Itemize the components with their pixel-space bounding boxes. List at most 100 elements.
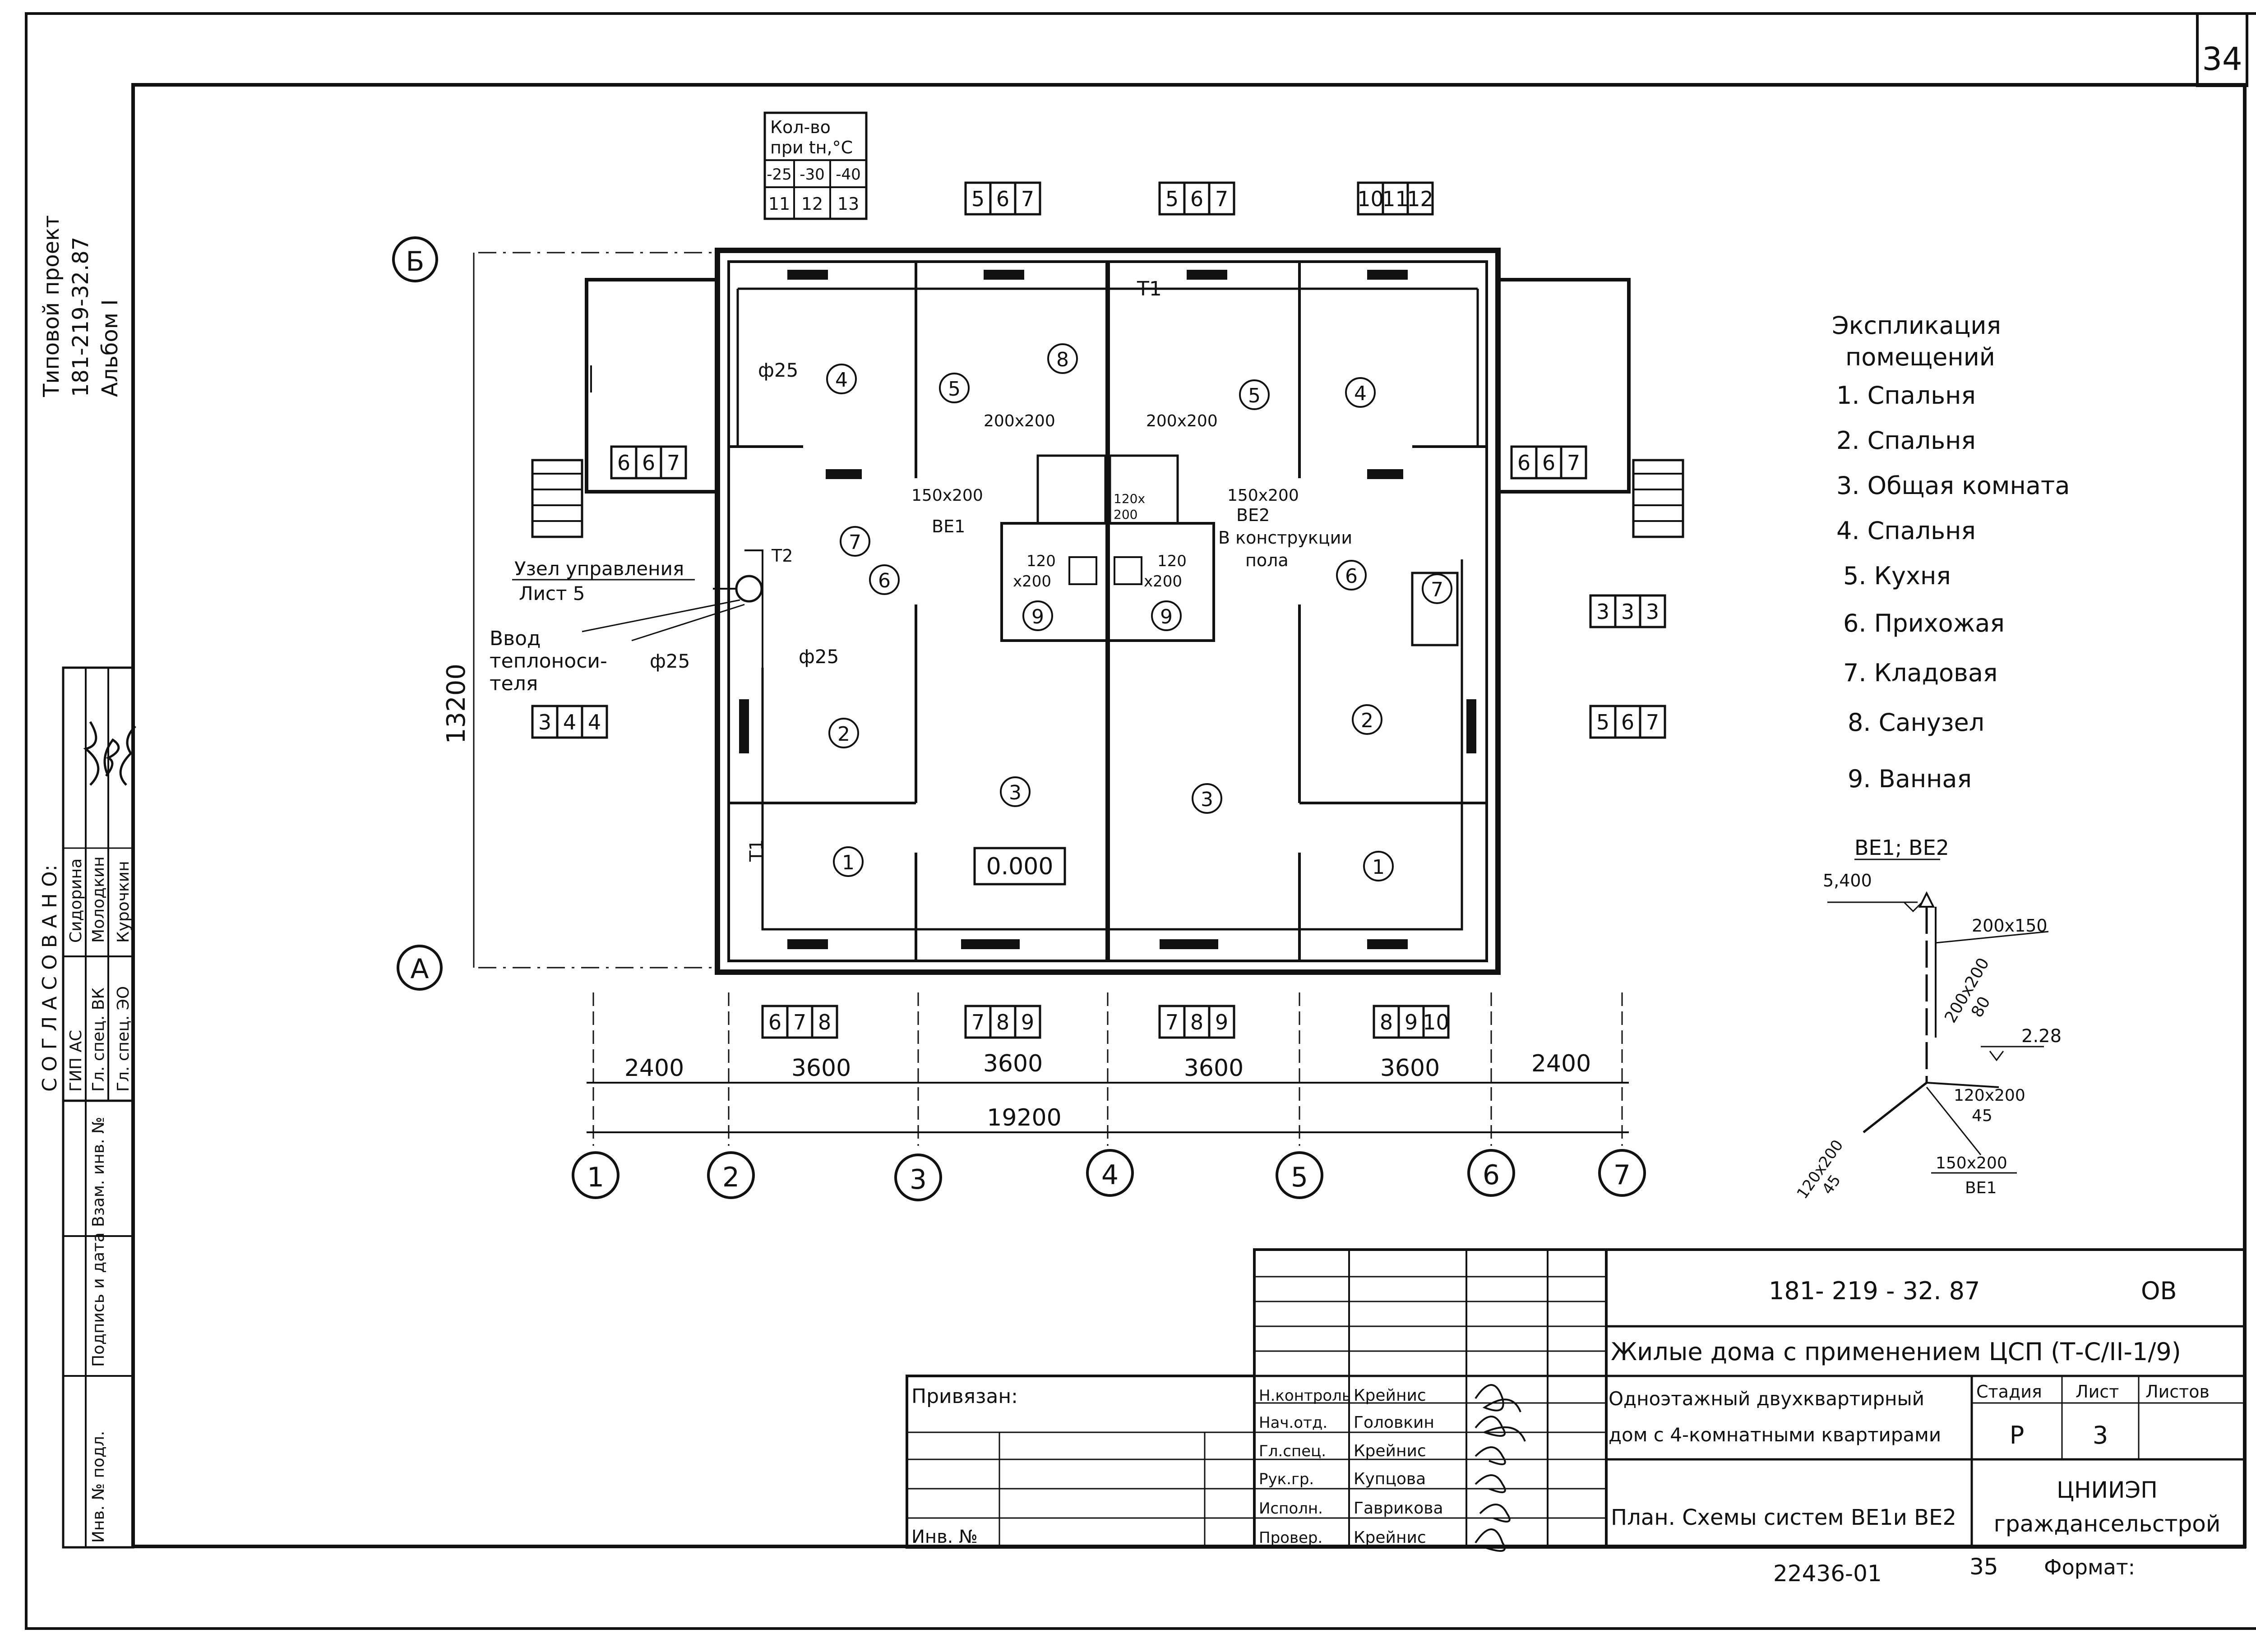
svg-text:Головкин: Головкин: [1354, 1413, 1434, 1432]
svg-text:120х: 120х: [1114, 491, 1145, 506]
count-cell: [1639, 594, 1666, 628]
svg-text:ВЕ2: ВЕ2: [1236, 505, 1270, 525]
count-value: 3: [1621, 600, 1634, 624]
count-value: 9: [1405, 1010, 1418, 1034]
svg-text:2400: 2400: [624, 1055, 684, 1082]
svg-text:Крейнис: Крейнис: [1354, 1528, 1426, 1547]
count-value: 7: [1021, 187, 1034, 211]
room-numbers: 4 5 5 4 8 7 6 6 7 2 3 3 2 1 1 9 9: [826, 343, 1452, 881]
svg-text:2: 2: [837, 723, 850, 746]
explication: Экспликация помещений 1. Спальня 2. Спал…: [1832, 311, 2070, 793]
svg-text:Рук.гр.: Рук.гр.: [1259, 1470, 1314, 1488]
count-cell: [811, 1005, 838, 1039]
svg-text:Гл.спец.: Гл.спец.: [1259, 1442, 1326, 1460]
svg-text:6. Прихожая: 6. Прихожая: [1843, 609, 2005, 637]
svg-text:Гл. спец. ЭО: Гл. спец. ЭО: [114, 986, 133, 1092]
count-cell: [1406, 181, 1434, 216]
title-block: Привязан: Инв. № Н.контроль Нач.отд. Гл.…: [906, 1248, 2246, 1587]
svg-text:2400: 2400: [1531, 1050, 1591, 1077]
axis-7: 7: [1613, 1159, 1631, 1191]
svg-text:9: 9: [1031, 605, 1044, 628]
count-value: 8: [1190, 1010, 1203, 1034]
count-value: 6: [996, 187, 1009, 211]
porch-right: [1496, 278, 1631, 494]
axis-a-bubble: [397, 945, 443, 991]
svg-text:11: 11: [768, 194, 790, 214]
svg-text:3. Общая комната: 3. Общая комната: [1836, 471, 2070, 500]
svg-text:Купцова: Купцова: [1354, 1470, 1426, 1488]
count-value: 7: [971, 1010, 985, 1034]
svg-text:150х200: 150х200: [1227, 486, 1299, 505]
svg-text:Нач.отд.: Нач.отд.: [1259, 1414, 1327, 1432]
svg-text:теплоноси-: теплоноси-: [490, 650, 607, 673]
side-stamp: Типовой проект 181-219-32.87 Альбом I: [39, 215, 123, 397]
count-value: 8: [818, 1010, 831, 1034]
count-value: 6: [1542, 451, 1555, 475]
footer-code: 22436-01: [1773, 1560, 1882, 1587]
svg-text:Гаврикова: Гаврикова: [1354, 1499, 1443, 1518]
svg-text:3600: 3600: [791, 1055, 851, 1082]
format-label: Формат:: [2044, 1555, 2135, 1579]
svg-text:Т1: Т1: [1137, 277, 1162, 300]
svg-text:7. Кладовая: 7. Кладовая: [1843, 659, 1997, 687]
axis-2: 2: [722, 1162, 740, 1193]
svg-text:Т1: Т1: [746, 839, 767, 862]
svg-text:3600: 3600: [1184, 1055, 1244, 1082]
svg-text:ВЕ1: ВЕ1: [932, 517, 965, 536]
count-value: 6: [1517, 451, 1530, 475]
svg-text:150х200: 150х200: [1936, 1154, 2007, 1172]
count-value: 3: [538, 710, 551, 734]
svg-text:дом с 4-комнатными квартирами: дом с 4-комнатными квартирами: [1609, 1424, 1941, 1446]
svg-text:Одноэтажный двухквартирный: Одноэтажный двухквартирный: [1609, 1388, 1924, 1410]
axis-1: 1: [587, 1162, 604, 1193]
axis-b-bubble: [392, 236, 438, 282]
radiators: [739, 270, 1476, 949]
svg-text:3: 3: [1009, 781, 1022, 804]
project-title: Жилые дома с применением ЦСП (Т-С/II-1/9…: [1611, 1338, 2181, 1366]
plan-annotations: Т1 Т1 Т2 ф25 ф25 ф25 Узел управления Лис…: [490, 277, 1352, 862]
count-cell: [1639, 705, 1666, 739]
svg-text:Исполн.: Исполн.: [1259, 1500, 1323, 1518]
svg-text:Привязан:: Привязан:: [911, 1385, 1018, 1408]
footer-page: 35: [1969, 1554, 1998, 1580]
svg-text:5. Кухня: 5. Кухня: [1843, 562, 1951, 590]
count-value: 12: [1407, 187, 1433, 211]
approvals-title: С О Г Л А С О В А Н О:: [38, 865, 61, 1092]
svg-text:Инв. №: Инв. №: [911, 1527, 978, 1547]
svg-text:Гл. спец. ВК: Гл. спец. ВК: [89, 988, 108, 1092]
control-node: [735, 575, 763, 603]
dim-height: 13200: [442, 664, 471, 744]
svg-text:теля: теля: [490, 672, 538, 695]
svg-text:Подпись и дата: Подпись и дата: [89, 1232, 108, 1367]
count-value: 4: [563, 710, 576, 734]
axis-6: 6: [1483, 1159, 1500, 1191]
count-value: 3: [1596, 600, 1609, 624]
svg-text:2.28: 2.28: [2021, 1026, 2062, 1047]
svg-text:1. Спальня: 1. Спальня: [1836, 381, 1976, 410]
svg-text:пола: пола: [1245, 550, 1289, 570]
count-value: 10: [1357, 187, 1384, 211]
svg-text:Н.контроль: Н.контроль: [1259, 1387, 1351, 1405]
count-value: 8: [1380, 1010, 1393, 1034]
svg-text:1: 1: [842, 851, 855, 874]
svg-text:А: А: [410, 953, 429, 985]
svg-text:Курочкин: Курочкин: [114, 861, 133, 943]
svg-text:при tн,°С: при tн,°С: [770, 138, 853, 157]
svg-text:7: 7: [1431, 578, 1443, 601]
count-value: 7: [1646, 710, 1659, 734]
svg-text:7: 7: [849, 531, 861, 554]
svg-text:3: 3: [1201, 788, 1213, 811]
count-cell: [581, 705, 608, 739]
svg-text:200: 200: [1114, 507, 1137, 522]
svg-text:Листов: Листов: [2145, 1382, 2210, 1402]
count-cell: [1208, 1005, 1235, 1039]
svg-text:3: 3: [2093, 1421, 2108, 1449]
svg-text:120: 120: [1157, 552, 1187, 570]
svg-text:помещений: помещений: [1845, 343, 1995, 371]
svg-text:Крейнис: Крейнис: [1354, 1442, 1426, 1460]
svg-text:ф25: ф25: [758, 359, 798, 381]
count-value: 6: [642, 451, 655, 475]
count-value: 3: [1646, 600, 1659, 624]
count-cell: [1014, 1005, 1041, 1039]
svg-text:181-219-32.87: 181-219-32.87: [68, 237, 93, 397]
